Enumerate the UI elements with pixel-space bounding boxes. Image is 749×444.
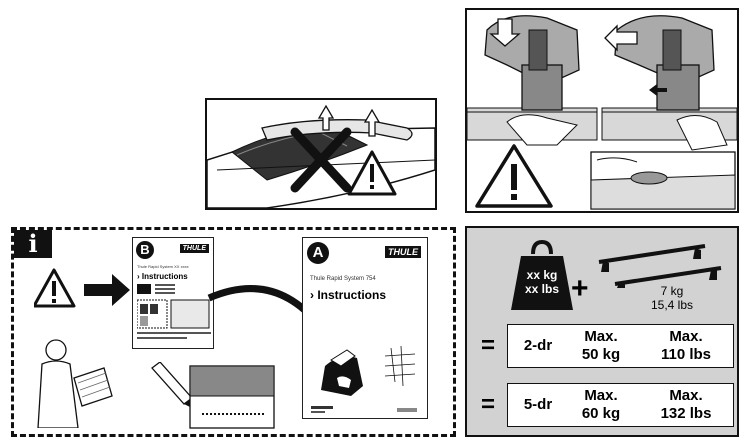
instruction-booklet-a[interactable]: A THULE Thule Rapid System 754 › Instruc…	[302, 237, 428, 419]
warning-triangle-icon	[475, 144, 553, 208]
booklet-letter-b: B	[136, 241, 154, 259]
booklet-heading: › Instructions	[310, 288, 387, 302]
max-kg-value: 60 kg	[581, 405, 621, 422]
load-weight-label: xx kg xx lbs	[511, 268, 573, 296]
max-lbs-value: 132 lbs	[660, 405, 712, 422]
rack-weight-label: 7 kg 15,4 lbs	[627, 284, 717, 312]
info-panel: i B THULE Thule Rapid System XX xxxx › I…	[11, 227, 456, 437]
arrow-icon	[84, 274, 130, 306]
load-weight-lbs: xx lbs	[524, 282, 560, 296]
max-label-kg: Max.	[584, 328, 618, 345]
foot-clamp-icon	[467, 15, 737, 210]
booklet-page-contents	[137, 284, 211, 339]
roof-rail-car-icon	[207, 104, 435, 208]
warning-triangle-icon	[34, 268, 76, 308]
weight-icon	[511, 240, 573, 310]
thule-logo: THULE	[385, 246, 421, 258]
load-weight-kg: xx kg	[526, 268, 558, 282]
max-label-lbs: Max.	[669, 328, 703, 345]
spec-row-2-door: 2-dr Max. 50 kg Max. 110 lbs	[507, 324, 734, 368]
rack-weight-kg: 7 kg	[660, 284, 684, 298]
arrow-icon	[604, 24, 667, 96]
booklet-subtitle: Thule Rapid System 754	[310, 276, 376, 282]
booklet-subtitle: Thule Rapid System XX xxxx	[137, 264, 189, 269]
max-label-lbs: Max.	[669, 387, 703, 404]
roof-foot-icon	[311, 345, 417, 413]
booklet-heading: › Instructions	[137, 272, 188, 281]
spec-row-5-door: 5-dr Max. 60 kg Max. 132 lbs	[507, 383, 734, 427]
warning-triangle-icon	[347, 150, 397, 196]
registration-form-icon	[189, 365, 275, 429]
thule-logo: THULE	[179, 244, 209, 253]
roof-rack-icon	[598, 244, 722, 288]
info-icon: i	[14, 230, 52, 258]
rack-weight-lbs: 15,4 lbs	[650, 298, 694, 312]
door-count: 2-dr	[523, 337, 553, 354]
max-label-kg: Max.	[584, 387, 618, 404]
door-count: 5-dr	[523, 396, 553, 413]
max-kg-value: 50 kg	[581, 346, 621, 363]
plus-sign: +	[571, 272, 589, 305]
equals-sign: =	[481, 332, 496, 359]
equals-sign: =	[481, 391, 496, 418]
weight-spec-panel: xx kg xx lbs + 7 kg 15,4 lbs = 2-dr Max.…	[465, 226, 739, 437]
booklet-letter-a: A	[307, 242, 329, 264]
cross-icon	[290, 127, 352, 193]
instruction-booklet-b[interactable]: B THULE Thule Rapid System XX xxxx › Ins…	[132, 237, 214, 349]
mounting-steps-panel	[465, 8, 739, 213]
max-lbs-value: 110 lbs	[660, 346, 712, 363]
reader-person-icon	[37, 339, 113, 428]
roof-warning-panel	[205, 98, 437, 210]
